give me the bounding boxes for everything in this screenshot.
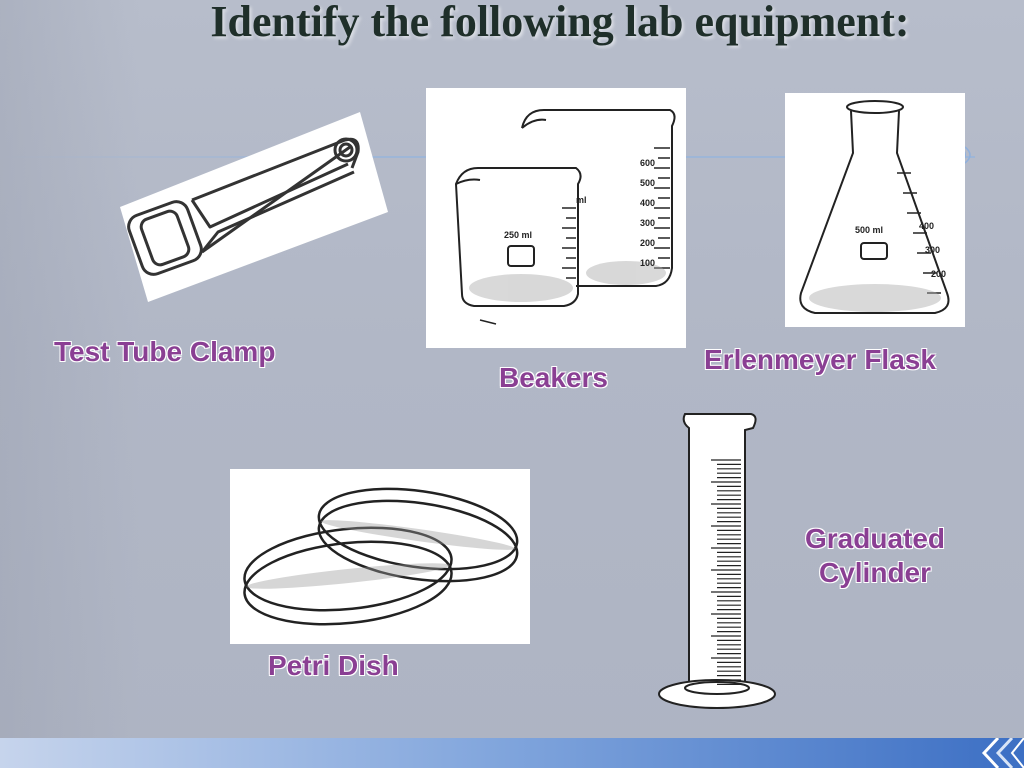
petri-dish-label: Petri Dish <box>268 650 399 681</box>
flask-marking: 500 ml <box>855 225 883 235</box>
erlenmeyer-flask-label: Erlenmeyer Flask <box>704 344 936 375</box>
graduated-cylinder-label: Graduated Cylinder <box>770 522 980 590</box>
background-shade <box>0 0 140 740</box>
beaker-scale-600: 600 <box>640 158 655 168</box>
test-tube-clamp-icon <box>120 112 388 302</box>
graduated-cylinder-label-line2: Cylinder <box>818 557 932 588</box>
beaker-scale-300: 300 <box>640 218 655 228</box>
cylinder-scale-ticks <box>711 459 741 685</box>
test-tube-clamp-label: Test Tube Clamp <box>54 336 276 367</box>
beaker-scale-200: 200 <box>640 238 655 248</box>
chevron-left-icon <box>981 738 1024 768</box>
flask-scale-400: 400 <box>919 221 934 231</box>
beaker-scale-100: 100 <box>640 258 655 268</box>
beaker-small-marking: 250 ml <box>504 230 532 240</box>
petri-dish-image <box>230 469 530 644</box>
beakers-icon: 250 ml ml 600 500 400 300 200 100 <box>454 109 676 325</box>
erlenmeyer-flask-icon: 500 ml 400 300 200 <box>799 100 950 314</box>
beaker-large-marking: ml <box>576 195 587 205</box>
petri-dish-icon <box>243 487 519 626</box>
beakers-image: 250 ml ml 600 500 400 300 200 100 <box>426 88 686 348</box>
test-tube-clamp-image <box>120 112 388 302</box>
graduated-cylinder-label-line1: Graduated <box>804 523 946 554</box>
slide-title: Identify the following lab equipment: <box>210 0 910 46</box>
beaker-scale-400: 400 <box>640 198 655 208</box>
erlenmeyer-flask-image: 500 ml 400 300 200 <box>785 93 965 327</box>
beaker-scale-500: 500 <box>640 178 655 188</box>
graduated-cylinder-icon <box>658 413 776 709</box>
bottom-decorative-bar <box>0 738 1024 768</box>
flask-scale-300: 300 <box>925 245 940 255</box>
beakers-label: Beakers <box>499 362 608 393</box>
flask-scale-200: 200 <box>931 269 946 279</box>
